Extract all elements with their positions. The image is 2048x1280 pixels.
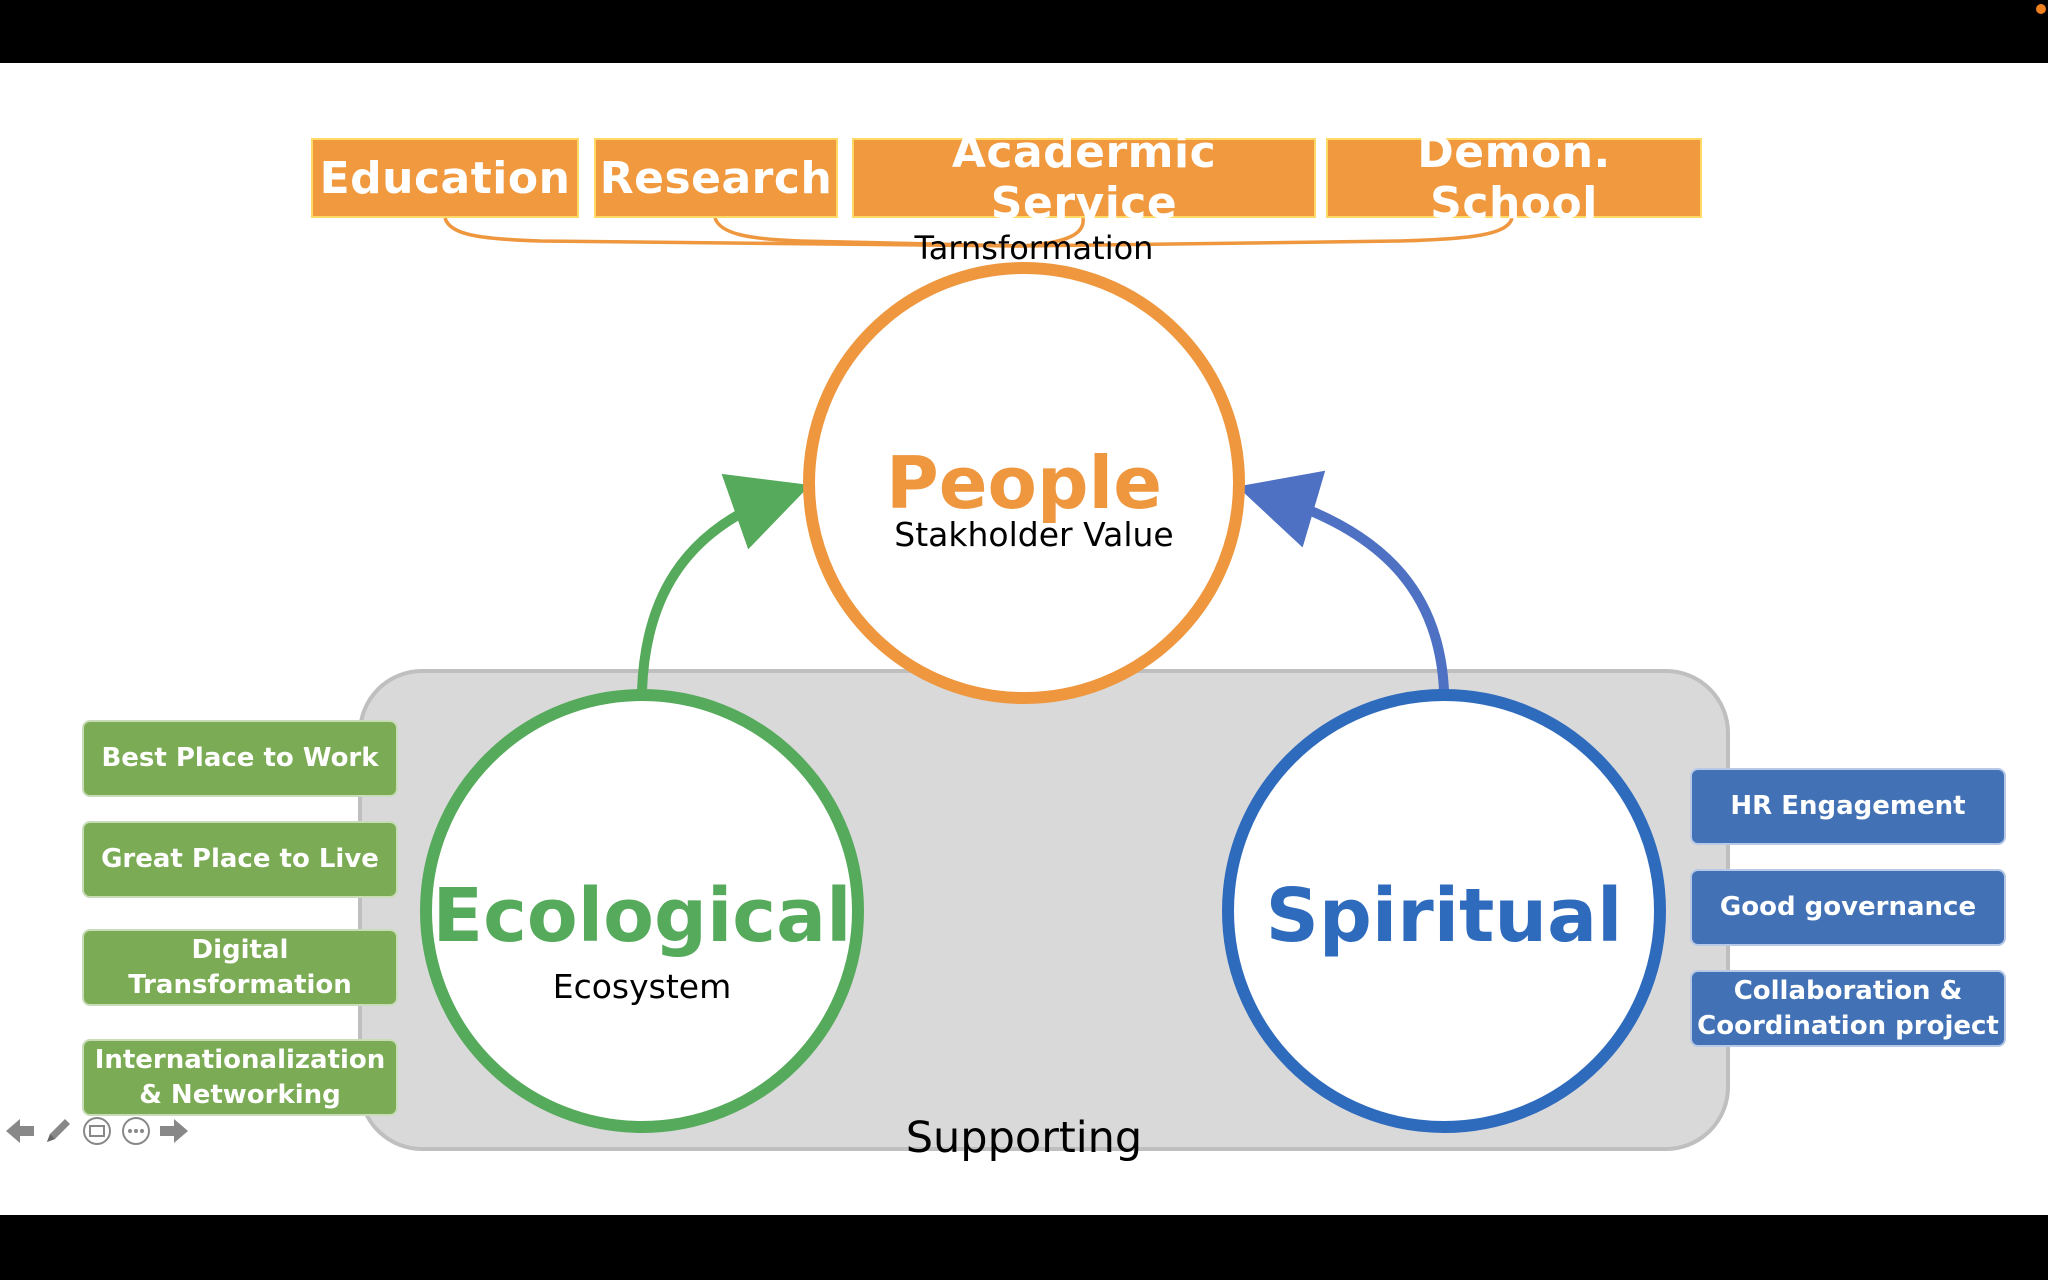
arrow-left-icon[interactable] <box>4 1115 36 1147</box>
ecological-subtitle: Ecosystem <box>552 967 732 1006</box>
transformation-label: Tarnsformation <box>914 229 1154 267</box>
arrow-right-icon[interactable] <box>158 1115 190 1147</box>
research-box: Research <box>594 138 838 218</box>
left-item-best-place-to-work: Best Place to Work <box>82 720 398 797</box>
ecological-title: Ecological <box>432 873 852 959</box>
arrow-spiritual-to-people <box>1237 470 1449 692</box>
right-item-collaboration: Collaboration &Coordination project <box>1690 970 2006 1047</box>
slide: Education Research Acadermic Service Dem… <box>0 63 2048 1215</box>
left-item-great-place-to-live: Great Place to Live <box>82 821 398 898</box>
recording-indicator <box>2036 4 2046 14</box>
left-item-internationalization: Internationalization& Networking <box>82 1039 398 1116</box>
spiritual-circle <box>1222 689 1666 1133</box>
right-item-hr-engagement: HR Engagement <box>1690 768 2006 845</box>
spiritual-title: Spiritual <box>1265 873 1623 959</box>
diagram-canvas <box>358 217 1730 1151</box>
pen-icon[interactable] <box>42 1115 74 1147</box>
education-box: Education <box>311 138 579 218</box>
right-item-good-governance: Good governance <box>1690 869 2006 946</box>
arrow-ecological-to-people <box>637 473 811 692</box>
more-options-icon[interactable] <box>120 1115 152 1147</box>
academic-service-box: Acadermic Service <box>852 127 1316 229</box>
slides-grid-icon[interactable] <box>81 1115 113 1147</box>
supporting-label: Supporting <box>905 1113 1143 1163</box>
people-circle <box>803 262 1245 704</box>
ecological-circle <box>420 689 864 1133</box>
demon-school-box: Demon. School <box>1326 127 1702 229</box>
transformation-braces <box>443 217 1514 248</box>
people-title: People <box>885 441 1163 525</box>
people-subtitle: Stakholder Value <box>894 515 1174 554</box>
